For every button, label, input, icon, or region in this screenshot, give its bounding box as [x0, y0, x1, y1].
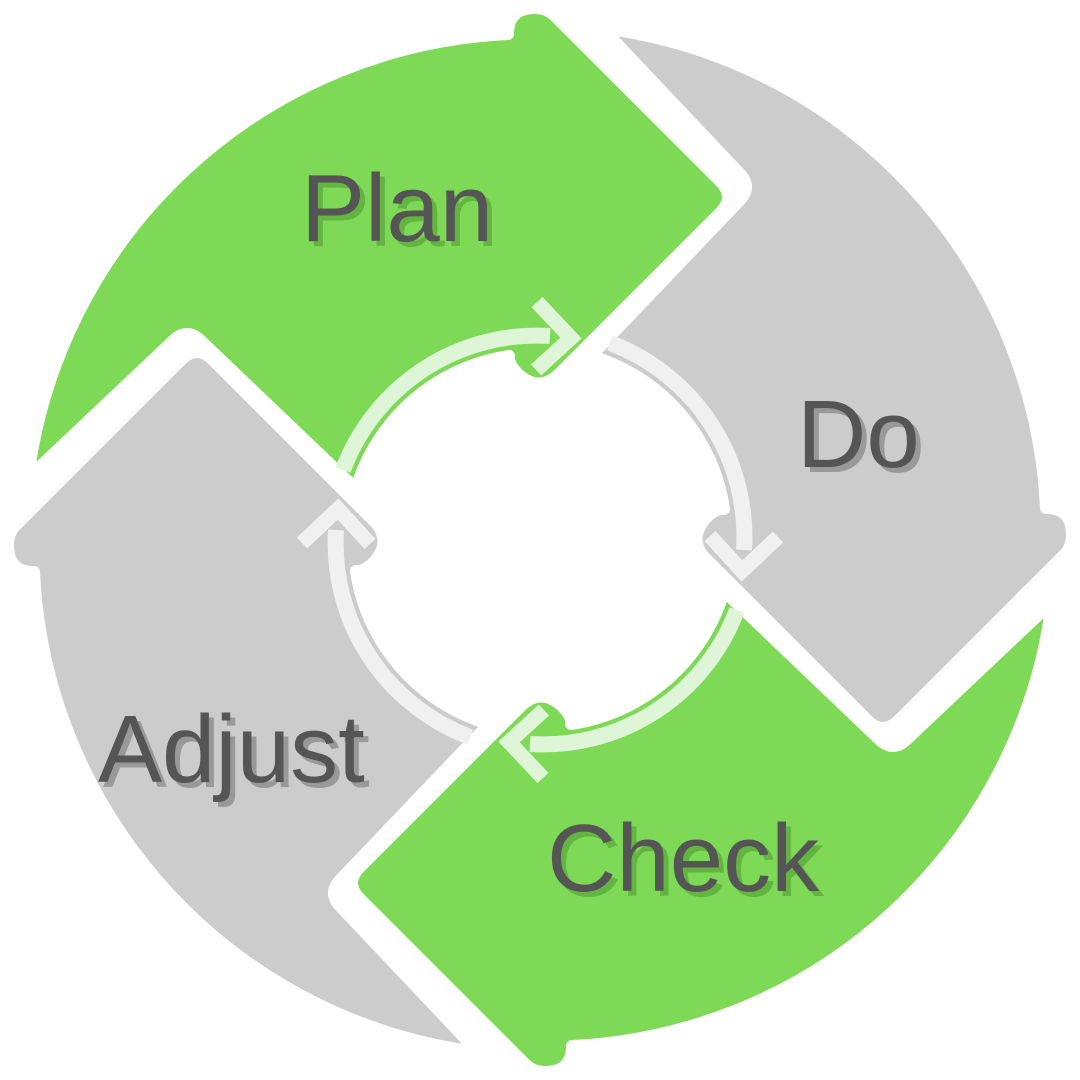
label-plan: Plan Plan [301, 155, 498, 267]
label-check: Check Check [547, 805, 825, 917]
label-do-shadow: Do [802, 386, 925, 493]
label-check-text: Check [547, 805, 820, 912]
label-check-shadow: Check [552, 810, 825, 917]
label-plan-shadow: Plan [306, 160, 498, 267]
label-adjust-shadow: Adjust [103, 701, 370, 808]
label-plan-text: Plan [301, 155, 493, 262]
label-adjust-text: Adjust [98, 696, 365, 803]
label-adjust: Adjust Adjust [98, 696, 370, 808]
label-do-text: Do [797, 381, 920, 488]
label-do: Do Do [797, 381, 925, 493]
